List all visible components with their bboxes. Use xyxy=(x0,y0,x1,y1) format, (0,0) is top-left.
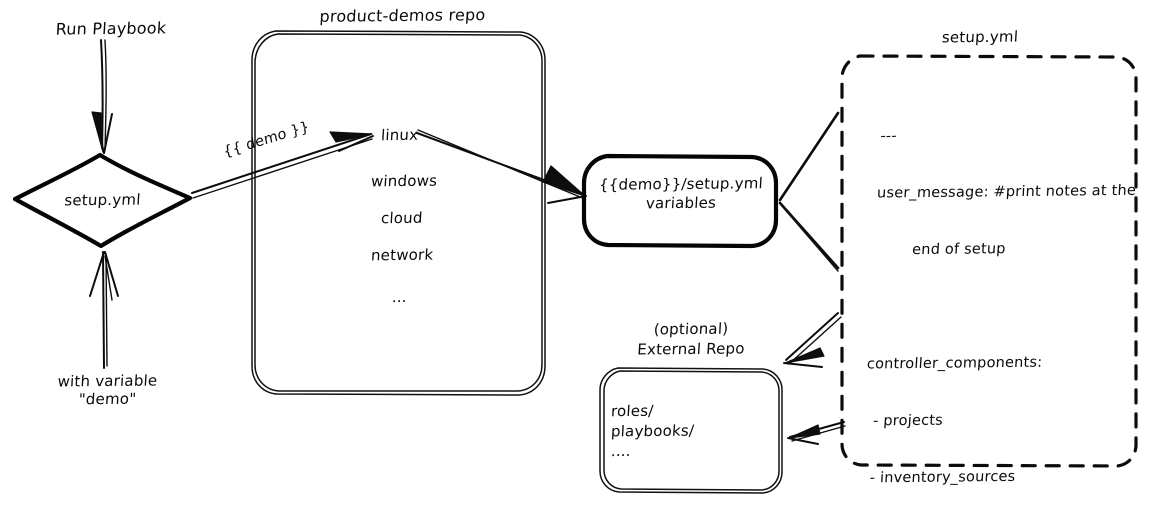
run-playbook-label: Run Playbook xyxy=(55,18,167,39)
product-demos-repo-title: product-demos repo xyxy=(319,5,487,26)
yml-line: controller_components: xyxy=(866,354,1043,373)
connector-setupyml-to-vars xyxy=(778,111,840,272)
arrow-with-variable-to-setup xyxy=(89,251,119,369)
repo-item-network: network xyxy=(370,245,434,265)
setup-yml-panel-title: setup.yml xyxy=(941,27,1019,47)
setup-yml-diamond-label: setup.yml xyxy=(63,190,142,210)
yml-line: - projects xyxy=(863,412,944,430)
external-repo-box xyxy=(599,367,783,494)
yml-line: end of setup xyxy=(873,241,1007,259)
repo-item-linux: linux xyxy=(380,125,419,145)
external-repo-item-playbooks: playbooks/ xyxy=(610,421,695,441)
arrow-projects-to-external-repo xyxy=(783,312,842,368)
repo-item-ellipsis: ... xyxy=(391,287,408,307)
repo-item-cloud: cloud xyxy=(380,208,424,228)
yml-line: user_message: #print notes at the xyxy=(876,182,1137,202)
product-demos-repo-box xyxy=(251,30,546,396)
yml-line: --- xyxy=(879,128,898,145)
vars-box-label-line2: variables xyxy=(645,193,717,213)
external-repo-item-roles: roles/ xyxy=(610,401,655,421)
external-repo-title-line2: External Repo xyxy=(636,339,746,359)
yml-line xyxy=(870,296,1151,318)
arrow-linux-to-vars xyxy=(416,129,587,204)
repo-item-windows: windows xyxy=(370,171,438,191)
external-repo-title-line1: (optional) xyxy=(653,319,729,339)
vars-box xyxy=(581,153,779,249)
setup-yml-dashed-panel xyxy=(840,54,1138,468)
setup-yml-diamond xyxy=(12,152,193,249)
external-repo-item-ellipsis: .... xyxy=(610,441,632,461)
arrow-job-templates-to-external-repo xyxy=(787,421,846,445)
vars-box-label-line1: {{demo}}/setup.yml xyxy=(598,174,764,194)
arrow-setup-to-linux xyxy=(191,131,374,199)
with-variable-label-line2: "demo" xyxy=(78,389,137,409)
arrow-run-playbook-to-setup xyxy=(91,39,113,154)
yml-line: - inventory_sources xyxy=(859,468,1016,487)
